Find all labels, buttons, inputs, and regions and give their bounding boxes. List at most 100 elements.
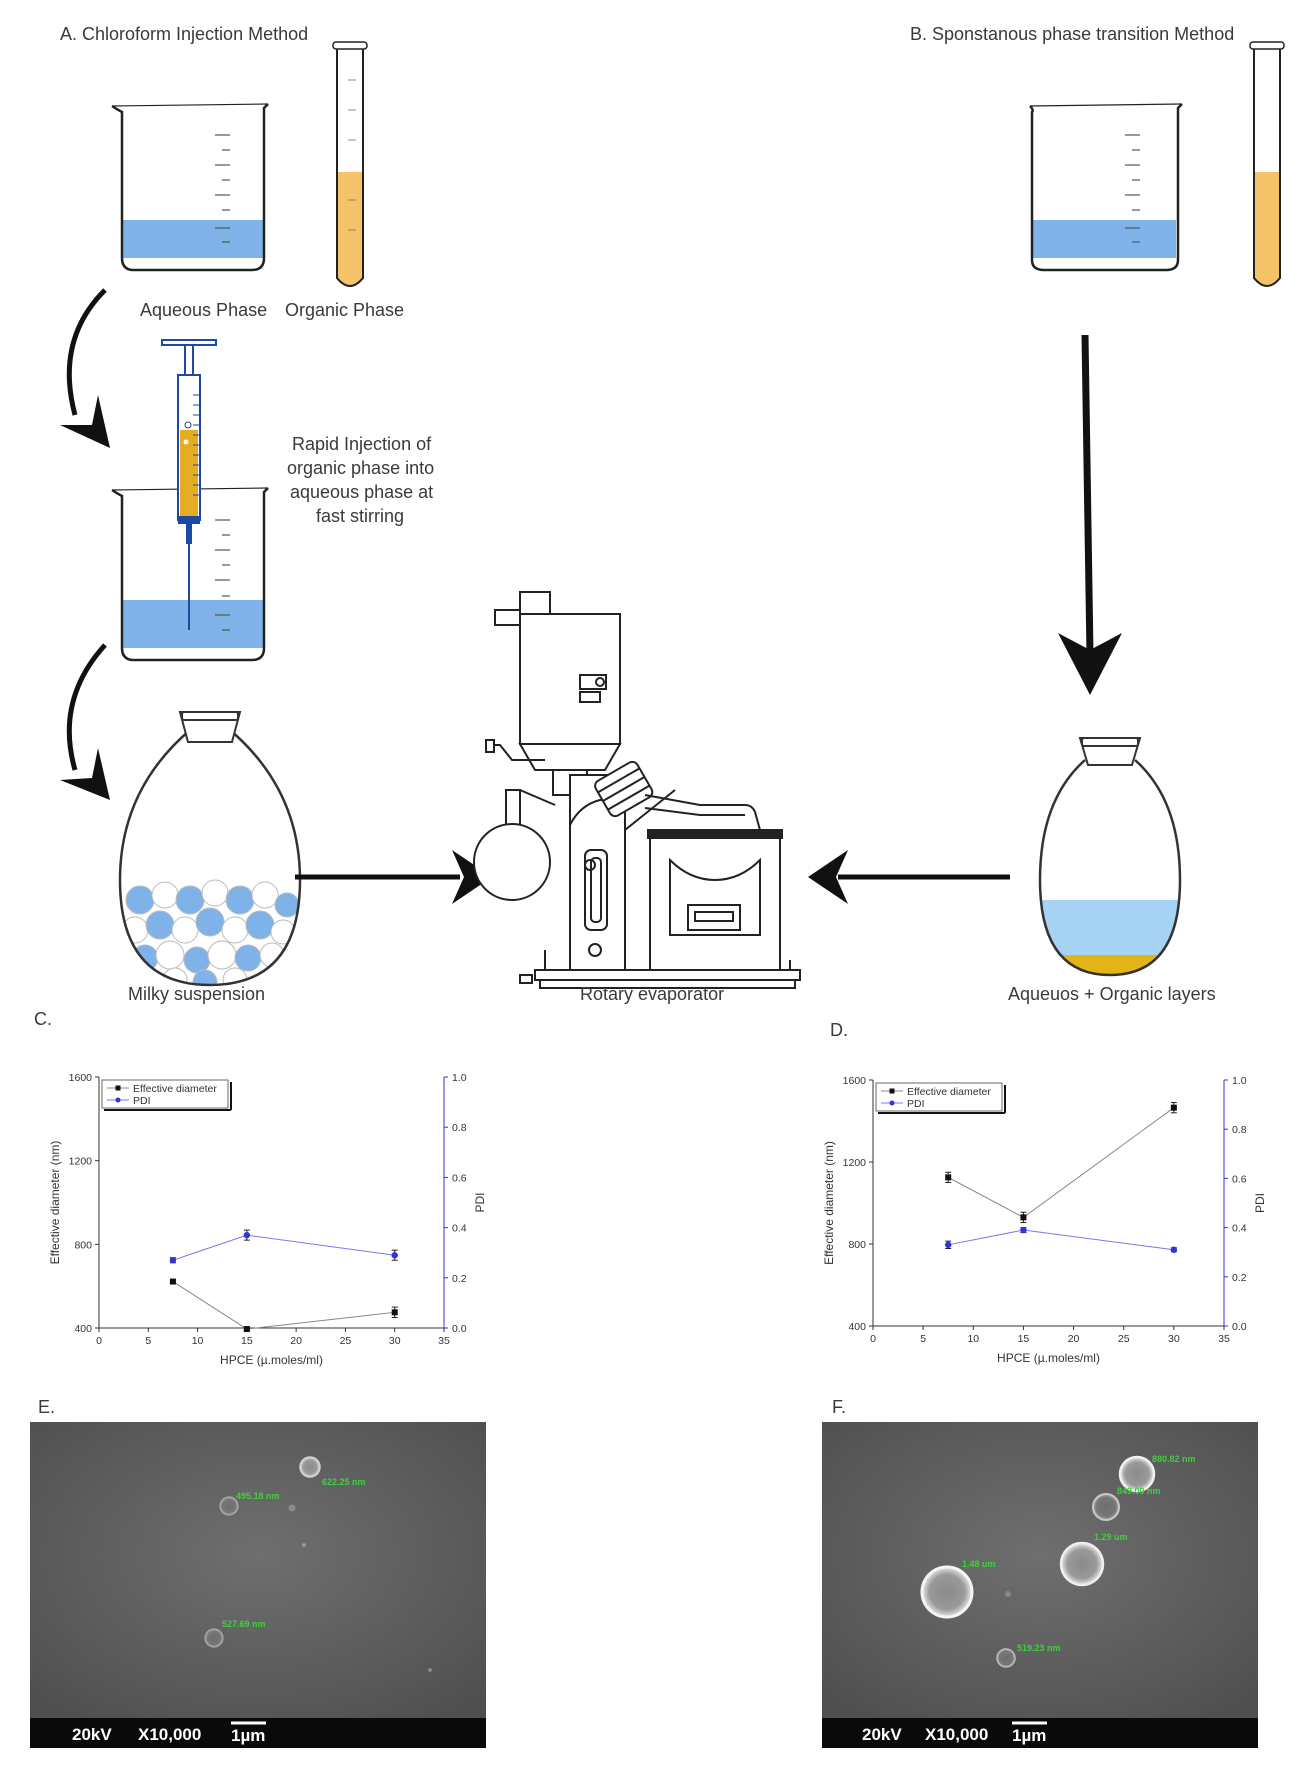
injection-caption: Rapid Injection of organic phase into aq… xyxy=(287,434,434,526)
chart-c-legend-marker-0 xyxy=(115,1085,121,1091)
svg-text:aqueous phase at: aqueous phase at xyxy=(290,482,433,502)
rotary-evaporator-icon xyxy=(473,591,801,989)
chart-c-series-1-line xyxy=(172,1234,395,1261)
test-tube-organic-icon xyxy=(332,41,368,287)
chart-d-y2tick-label-2: 0.4 xyxy=(1232,1223,1247,1235)
chart-d-series-1-point-0 xyxy=(945,1241,952,1249)
arrow-down-b-icon xyxy=(1058,334,1122,695)
label-rotary-evaporator: Rotary evaporator xyxy=(580,984,724,1004)
chart-d-y2tick-label-0: 0.0 xyxy=(1232,1321,1247,1333)
label-layers: Aqueuos + Organic layers xyxy=(1008,984,1216,1004)
chart-c-series-1-point-1 xyxy=(243,1231,251,1239)
panel-a-title: A. Chloroform Injection Method xyxy=(60,24,308,44)
chart-c-y2tick-label-2: 0.4 xyxy=(452,1223,467,1235)
chart-d-y2label: PDI xyxy=(1253,1193,1267,1213)
arrow-layers-to-rotary-icon xyxy=(808,850,1010,904)
curved-arrow-1-icon xyxy=(60,288,110,448)
chart-d-legend-marker-0 xyxy=(889,1088,895,1094)
chart-c-xtick-label-4: 20 xyxy=(290,1335,302,1347)
chart-d-y2tick-label-3: 0.6 xyxy=(1232,1173,1247,1185)
sem-f-label-2: 1.29 um xyxy=(1094,1532,1128,1542)
chart-d-series-0-point-2 xyxy=(1170,1104,1177,1111)
chart-d-ytick-label-1: 800 xyxy=(848,1239,866,1251)
flask-milky-icon xyxy=(118,711,302,987)
beaker-injection-icon xyxy=(111,487,269,662)
chart-d-xtick-label-1: 5 xyxy=(920,1333,926,1345)
chart-d-ytick-label-3: 1600 xyxy=(843,1075,867,1087)
chart-d-xtick-label-6: 30 xyxy=(1168,1333,1180,1345)
chart-d-series-0-point-0 xyxy=(945,1174,952,1181)
chart-c-series-0-line xyxy=(172,1281,395,1330)
sem-f-label-1: 849.00 nm xyxy=(1117,1486,1161,1496)
chart-c-y2tick-label-3: 0.6 xyxy=(452,1172,467,1184)
chart-d-series-1-point-2 xyxy=(1170,1246,1178,1253)
chart-c-y2tick-label-1: 0.2 xyxy=(452,1273,467,1285)
sem-image-e: 622.25 nm 495.18 nm 527.69 nm 20kV X10,0… xyxy=(30,1422,486,1748)
chart-d-legend-label-1: PDI xyxy=(907,1098,925,1110)
chart-c-ylabel: Effective diameter (nm) xyxy=(48,1141,62,1265)
sem-f-mag: X10,000 xyxy=(925,1725,988,1744)
chart-d-ytick-label-0: 400 xyxy=(848,1321,866,1333)
chart-c-ytick-label-1: 800 xyxy=(74,1239,92,1251)
chart-c-ytick-label-0: 400 xyxy=(74,1323,92,1335)
chart-c-series-1-point-2 xyxy=(391,1252,398,1259)
sem-f-label-3: 1.48 um xyxy=(962,1559,996,1569)
sem-f-label-4: 519.23 nm xyxy=(1017,1643,1061,1653)
panel-d-label: D. xyxy=(830,1020,848,1040)
chart-d-y2tick-label-4: 0.8 xyxy=(1232,1124,1247,1136)
chart-c-series-0-point-1 xyxy=(243,1326,250,1333)
chart-d-xtick-label-0: 0 xyxy=(870,1333,876,1345)
chart-c-series-0-point-2 xyxy=(391,1309,398,1316)
beaker-b-icon xyxy=(1029,103,1183,272)
svg-text:organic phase into: organic phase into xyxy=(287,458,434,478)
chart-d-xtick-label-5: 25 xyxy=(1118,1333,1130,1345)
chart-c-xlabel: HPCE (µ.moles/ml) xyxy=(220,1353,323,1367)
chart-c-xtick-label-7: 35 xyxy=(438,1335,450,1347)
svg-text:fast stirring: fast stirring xyxy=(316,506,404,526)
chart-c-ytick-label-3: 1600 xyxy=(69,1072,93,1084)
chart-d-legend-box xyxy=(875,1082,1003,1112)
chart-c-legend-label-0: Effective diameter xyxy=(133,1083,217,1095)
chart-c-xtick-label-5: 25 xyxy=(340,1335,352,1347)
sem-e-label-2: 527.69 nm xyxy=(222,1619,266,1629)
syringe-icon xyxy=(161,339,217,630)
panel-e-label: E. xyxy=(38,1397,55,1417)
sem-e-kv: 20kV xyxy=(72,1725,112,1744)
chart-c-y2tick-label-4: 0.8 xyxy=(452,1122,467,1134)
sem-f-label-0: 880.82 nm xyxy=(1152,1454,1196,1464)
chart-d-xtick-label-4: 20 xyxy=(1068,1333,1080,1345)
chart-c-y2tick-label-5: 1.0 xyxy=(452,1072,467,1084)
chart-d-series-0-point-1 xyxy=(1020,1214,1027,1221)
chart-d-y2tick-label-5: 1.0 xyxy=(1232,1075,1247,1087)
chart-c-series-1-point-0 xyxy=(169,1257,177,1264)
chart-d-ylabel: Effective diameter (nm) xyxy=(822,1141,836,1265)
arrow-milky-to-rotary-icon xyxy=(295,850,492,904)
chart-c-y2label: PDI xyxy=(473,1192,487,1212)
chart-d-series-0-line xyxy=(947,1107,1175,1218)
chart-c-xtick-label-2: 10 xyxy=(192,1335,204,1347)
chart-d-xtick-label-7: 35 xyxy=(1218,1333,1230,1345)
chart-d-ytick-label-2: 1200 xyxy=(843,1157,867,1169)
flask-layers-icon xyxy=(1038,737,1182,977)
chart-d-xtick-label-2: 10 xyxy=(967,1333,979,1345)
svg-text:Rapid Injection of: Rapid Injection of xyxy=(292,434,432,454)
chart-d-series-1-line xyxy=(948,1229,1174,1251)
panel-f-label: F. xyxy=(832,1397,846,1417)
chart-c-xtick-label-3: 15 xyxy=(241,1335,253,1347)
chart-d-y2tick-label-1: 0.2 xyxy=(1232,1272,1247,1284)
sem-e-scale: 1µm xyxy=(231,1726,265,1745)
beaker-aqueous-icon xyxy=(111,103,269,272)
sem-f-kv: 20kV xyxy=(862,1725,902,1744)
curved-arrow-2-icon xyxy=(60,643,110,800)
chart-c-legend-box xyxy=(101,1079,229,1109)
sem-image-f: 880.82 nm 849.00 nm 1.29 um 1.48 um 519.… xyxy=(822,1422,1258,1748)
chart-d-series-1-point-1 xyxy=(1020,1226,1027,1234)
chart-d-legend-label-0: Effective diameter xyxy=(907,1086,991,1098)
chart-c-series-0-point-0 xyxy=(169,1278,176,1285)
chart-c-xtick-label-0: 0 xyxy=(96,1335,102,1347)
sem-f-scale: 1µm xyxy=(1012,1726,1046,1745)
